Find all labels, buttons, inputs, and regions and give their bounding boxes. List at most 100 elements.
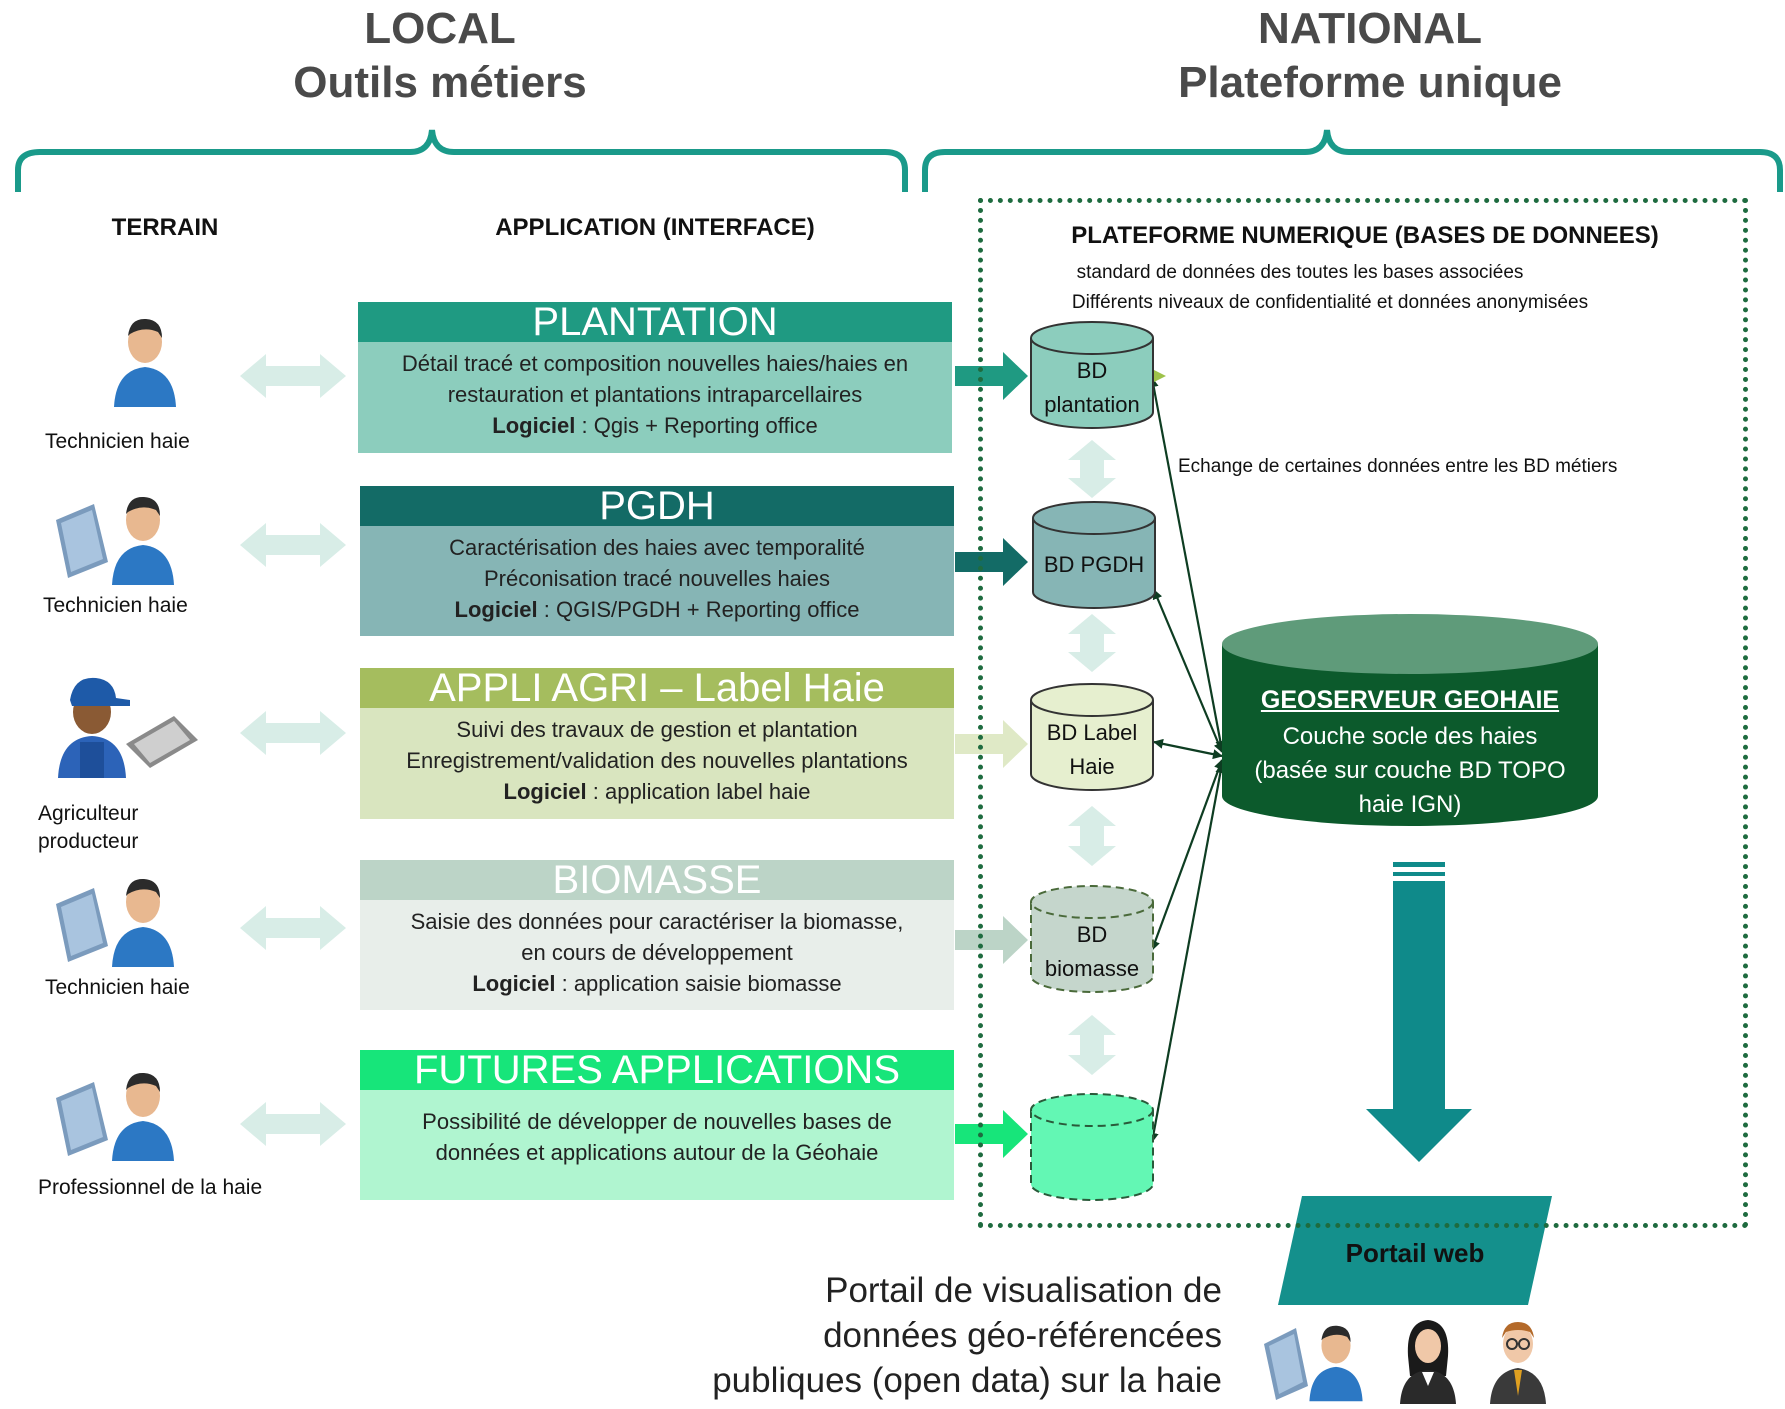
portal-arrow bbox=[1366, 862, 1472, 1162]
double-arrow-1 bbox=[240, 354, 346, 398]
software-label: Logiciel bbox=[503, 779, 587, 804]
national-title: NATIONAL bbox=[1257, 4, 1483, 53]
db-label: BD biomasse bbox=[1028, 918, 1156, 986]
app-card-pgdh: PGDH Caractérisation des haies avec temp… bbox=[360, 486, 954, 636]
portal-description: Portail de visualisation de données géo-… bbox=[650, 1268, 1222, 1403]
technician-icon bbox=[108, 1066, 178, 1161]
software-value: : Qgis + Reporting office bbox=[575, 413, 818, 438]
local-header: LOCAL Outils métiers bbox=[190, 2, 690, 109]
portal-desc-line: publiques (open data) sur la haie bbox=[712, 1361, 1222, 1400]
local-brace bbox=[15, 129, 908, 192]
platform-subtitle-1: standard de données des toutes les bases… bbox=[1076, 262, 1524, 283]
db-vertical-arrow-3 bbox=[1068, 806, 1116, 866]
db-label-line: BD bbox=[1076, 358, 1108, 383]
app-software: Logiciel : application label haie bbox=[360, 776, 954, 807]
app-software: Logiciel : QGIS/PGDH + Reporting office bbox=[360, 594, 954, 625]
db-label: BD plantation bbox=[1028, 354, 1156, 422]
local-subtitle: Outils métiers bbox=[293, 57, 587, 107]
db-label-line: biomasse bbox=[1044, 956, 1140, 981]
portal-desc-line: Portail de visualisation de bbox=[825, 1271, 1222, 1310]
man-glasses-icon bbox=[1486, 1316, 1550, 1404]
woman-icon bbox=[1396, 1316, 1460, 1404]
technician-icon bbox=[110, 312, 180, 407]
application-heading: APPLICATION (INTERFACE) bbox=[495, 214, 815, 241]
platform-subtitles: standard de données des toutes les bases… bbox=[1000, 258, 1785, 318]
app-card-biomasse: BIOMASSE Saisie des données pour caracté… bbox=[360, 860, 954, 1010]
platform-title: PLATEFORME NUMERIQUE (BASES DE DONNEES) bbox=[1071, 222, 1659, 249]
app-body: Caractérisation des haies avec temporali… bbox=[360, 526, 954, 636]
app-body: Suivi des travaux de gestion et plantati… bbox=[360, 708, 954, 819]
app-line: Saisie des données pour caractériser la … bbox=[410, 909, 904, 934]
portal-web-label: Portail web bbox=[1345, 1238, 1485, 1268]
geoserveur-text: Couche socle des haies (basée sur couche… bbox=[1220, 720, 1600, 822]
tablet-icon bbox=[52, 500, 112, 580]
app-db-arrow-4 bbox=[955, 916, 1028, 964]
db-label-line: BD bbox=[1076, 922, 1108, 947]
db-vertical-arrow-2 bbox=[1068, 614, 1116, 672]
exchange-note: Echange de certaines données entre les B… bbox=[1178, 456, 1618, 477]
actor-caption-5: Professionnel de la haie bbox=[38, 1176, 263, 1199]
app-card-label-haie: APPLI AGRI – Label Haie Suivi des travau… bbox=[360, 668, 954, 819]
tablet-icon bbox=[52, 1078, 112, 1158]
software-label: Logiciel bbox=[472, 971, 556, 996]
portal-desc-line: données géo-référencées bbox=[823, 1316, 1222, 1355]
app-title: BIOMASSE bbox=[360, 860, 954, 900]
double-arrow-3 bbox=[240, 711, 346, 755]
geoserveur-line: haie IGN) bbox=[1358, 791, 1462, 818]
geo-link-future bbox=[1148, 763, 1226, 1143]
platform-subtitle-2: Différents niveaux de confidentialité et… bbox=[1071, 292, 1589, 313]
app-line: Détail tracé et composition nouvelles ha… bbox=[401, 351, 909, 376]
geoserveur-line: Couche socle des haies bbox=[1282, 723, 1538, 750]
app-body: Détail tracé et composition nouvelles ha… bbox=[358, 342, 952, 453]
actor-caption-1: Technicien haie bbox=[45, 430, 190, 453]
terrain-heading: TERRAIN bbox=[111, 214, 219, 241]
technician-icon bbox=[1306, 1318, 1366, 1403]
software-value: : application saisie biomasse bbox=[555, 971, 842, 996]
db-label-line: BD Label bbox=[1046, 720, 1138, 745]
app-card-plantation: PLANTATION Détail tracé et composition n… bbox=[358, 302, 952, 453]
db-biomasse: BD biomasse bbox=[1028, 884, 1156, 996]
app-db-arrow-1 bbox=[955, 352, 1028, 400]
db-label-line: Haie bbox=[1069, 754, 1115, 779]
app-software: Logiciel : Qgis + Reporting office bbox=[358, 410, 952, 441]
app-line: Possibilité de développer de nouvelles b… bbox=[422, 1109, 892, 1134]
db-future bbox=[1028, 1092, 1156, 1204]
db-pgdh: BD PGDH bbox=[1030, 500, 1158, 612]
actor-caption-2: Technicien haie bbox=[43, 594, 188, 617]
national-brace bbox=[922, 129, 1783, 192]
double-arrow-5 bbox=[240, 1102, 346, 1146]
app-line: Suivi des travaux de gestion et plantati… bbox=[456, 717, 858, 742]
geo-link-label bbox=[1153, 738, 1223, 760]
double-arrow-4 bbox=[240, 906, 346, 950]
technician-icon bbox=[108, 872, 178, 967]
tablet-icon bbox=[124, 714, 200, 770]
local-title: LOCAL bbox=[364, 4, 516, 53]
national-subtitle: Plateforme unique bbox=[1178, 57, 1562, 107]
app-db-arrow-2 bbox=[955, 538, 1028, 586]
platform-box bbox=[978, 198, 1748, 1228]
actor-caption-3: Agriculteur producteur bbox=[38, 802, 139, 854]
app-line: Enregistrement/validation des nouvelles … bbox=[406, 748, 908, 773]
national-header: NATIONAL Plateforme unique bbox=[1080, 2, 1660, 109]
app-body: Saisie des données pour caractériser la … bbox=[360, 900, 954, 1010]
double-arrow-2 bbox=[240, 523, 346, 567]
software-label: Logiciel bbox=[454, 597, 538, 622]
db-vertical-arrow-1 bbox=[1068, 440, 1116, 498]
geo-link-pgdh bbox=[1152, 589, 1224, 753]
app-software: Logiciel : application saisie biomasse bbox=[360, 968, 954, 999]
app-line: en cours de développement bbox=[521, 940, 793, 965]
db-label-line: plantation bbox=[1044, 392, 1140, 417]
tablet-icon bbox=[52, 884, 112, 964]
app-line: données et applications autour de la Géo… bbox=[435, 1140, 879, 1165]
app-title: PGDH bbox=[360, 486, 954, 526]
software-value: : application label haie bbox=[586, 779, 811, 804]
software-value: : QGIS/PGDH + Reporting office bbox=[537, 597, 860, 622]
app-db-arrow-5 bbox=[955, 1110, 1028, 1158]
db-plantation: BD plantation bbox=[1028, 320, 1156, 432]
farmer-icon bbox=[52, 670, 132, 778]
app-title: PLANTATION bbox=[358, 302, 952, 342]
geoserveur-line: (basée sur couche BD TOPO bbox=[1254, 757, 1566, 784]
software-label: Logiciel bbox=[492, 413, 576, 438]
